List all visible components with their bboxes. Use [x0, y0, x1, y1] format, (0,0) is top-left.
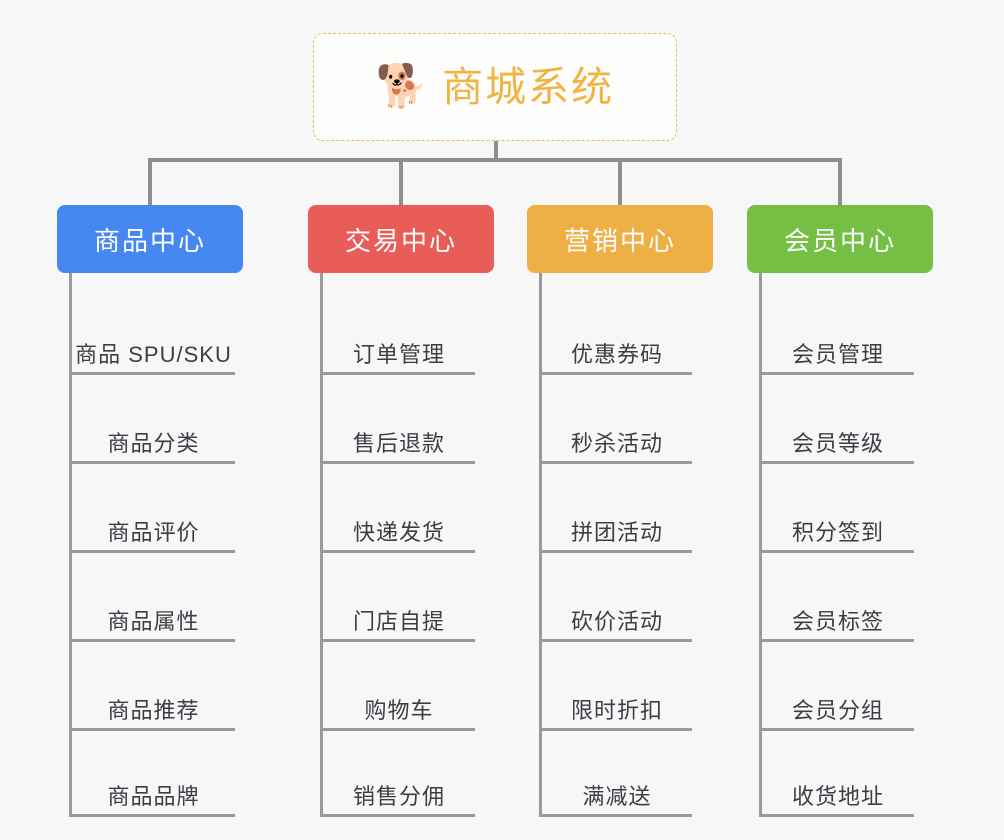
list-item[interactable]: 满减送 — [542, 731, 692, 817]
list-item[interactable]: 限时折扣 — [542, 642, 692, 731]
leaf-label: 拼团活动 — [570, 519, 663, 545]
leaf-label: 订单管理 — [352, 341, 445, 367]
list-item[interactable]: 售后退款 — [323, 375, 475, 464]
branch-header-4[interactable]: 会员中心 — [747, 205, 933, 273]
branch-column-3: 营销中心 优惠券码 秒杀活动 拼团活动 砍价活动 限时折扣 满减送 — [527, 205, 713, 817]
connector-horizontal-bus — [148, 158, 842, 162]
list-item[interactable]: 订单管理 — [323, 286, 475, 375]
list-item[interactable]: 积分签到 — [762, 464, 914, 553]
connector-drop-3 — [618, 158, 622, 206]
list-item[interactable]: 商品评价 — [72, 464, 235, 553]
list-item[interactable]: 收货地址 — [762, 731, 914, 817]
list-item[interactable]: 商品属性 — [72, 553, 235, 642]
list-item[interactable]: 会员分组 — [762, 642, 914, 731]
list-item[interactable]: 商品 SPU/SKU — [72, 286, 235, 375]
connector-drop-2 — [399, 158, 403, 206]
leaf-label: 限时折扣 — [570, 697, 663, 723]
branch-column-4: 会员中心 会员管理 会员等级 积分签到 会员标签 会员分组 收货地址 — [747, 205, 933, 817]
list-item[interactable]: 购物车 — [323, 642, 475, 731]
leaf-label: 会员等级 — [791, 430, 884, 456]
branch-header-1[interactable]: 商品中心 — [57, 205, 243, 273]
list-item[interactable]: 销售分佣 — [323, 731, 475, 817]
leaf-label: 会员分组 — [791, 697, 884, 723]
list-item[interactable]: 秒杀活动 — [542, 375, 692, 464]
leaf-label: 积分签到 — [791, 519, 884, 545]
branch-header-label: 交易中心 — [344, 225, 457, 256]
leaf-label: 秒杀活动 — [570, 430, 663, 456]
list-item[interactable]: 优惠券码 — [542, 286, 692, 375]
leaf-label: 商品评价 — [107, 519, 200, 545]
list-item[interactable]: 会员管理 — [762, 286, 914, 375]
leaf-label: 售后退款 — [352, 430, 445, 456]
leaf-label: 砍价活动 — [570, 608, 663, 634]
leaf-label: 快递发货 — [352, 519, 445, 545]
list-item[interactable]: 门店自提 — [323, 553, 475, 642]
leaf-list-1: 商品 SPU/SKU 商品分类 商品评价 商品属性 商品推荐 商品品牌 — [69, 273, 243, 817]
leaf-label: 商品分类 — [107, 430, 200, 456]
leaf-label: 销售分佣 — [352, 783, 445, 809]
leaf-label: 商品 SPU/SKU — [75, 341, 232, 367]
leaf-label: 商品属性 — [107, 608, 200, 634]
list-item[interactable]: 砍价活动 — [542, 553, 692, 642]
connector-drop-1 — [148, 158, 152, 206]
leaf-label: 商品推荐 — [107, 697, 200, 723]
root-title: 商城系统 — [442, 63, 615, 110]
connector-root-stem — [494, 141, 498, 162]
branch-column-2: 交易中心 订单管理 售后退款 快递发货 门店自提 购物车 销售分佣 — [308, 205, 494, 817]
leaf-label: 购物车 — [364, 697, 434, 723]
leaf-label: 会员管理 — [791, 341, 884, 367]
shiba-dog-face-icon: 🐕 — [375, 62, 429, 109]
list-item[interactable]: 商品品牌 — [72, 731, 235, 817]
list-item[interactable]: 商品分类 — [72, 375, 235, 464]
leaf-list-3: 优惠券码 秒杀活动 拼团活动 砍价活动 限时折扣 满减送 — [539, 273, 713, 817]
leaf-label: 商品品牌 — [107, 783, 200, 809]
leaf-label: 门店自提 — [352, 608, 445, 634]
leaf-label: 满减送 — [582, 783, 652, 809]
branch-header-label: 商品中心 — [93, 225, 206, 256]
leaf-list-2: 订单管理 售后退款 快递发货 门店自提 购物车 销售分佣 — [320, 273, 494, 817]
list-item[interactable]: 拼团活动 — [542, 464, 692, 553]
root-node[interactable]: 🐕 商城系统 — [313, 33, 677, 141]
branch-header-label: 营销中心 — [563, 225, 676, 256]
list-item[interactable]: 会员标签 — [762, 553, 914, 642]
leaf-label: 收货地址 — [791, 783, 884, 809]
leaf-list-4: 会员管理 会员等级 积分签到 会员标签 会员分组 收货地址 — [759, 273, 933, 817]
list-item[interactable]: 快递发货 — [323, 464, 475, 553]
branch-header-3[interactable]: 营销中心 — [527, 205, 713, 273]
branch-column-1: 商品中心 商品 SPU/SKU 商品分类 商品评价 商品属性 商品推荐 商品品牌 — [57, 205, 243, 817]
list-item[interactable]: 商品推荐 — [72, 642, 235, 731]
branch-header-label: 会员中心 — [783, 225, 896, 256]
connector-drop-4 — [838, 158, 842, 206]
leaf-label: 会员标签 — [791, 608, 884, 634]
leaf-label: 优惠券码 — [570, 341, 663, 367]
branch-header-2[interactable]: 交易中心 — [308, 205, 494, 273]
list-item[interactable]: 会员等级 — [762, 375, 914, 464]
